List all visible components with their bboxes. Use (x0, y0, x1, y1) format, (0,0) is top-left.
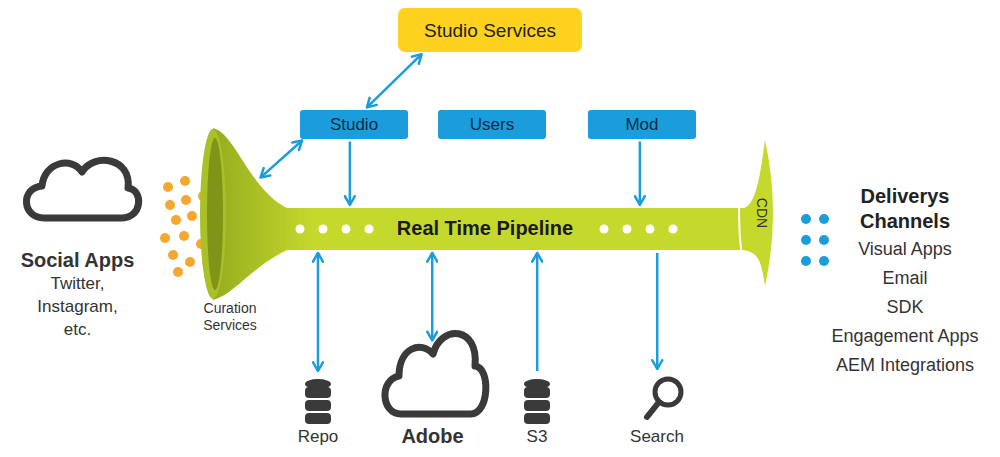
channel-heading-box: Deliverys Channels (843, 184, 967, 234)
cdn-label: CDN (753, 193, 771, 233)
cloud-service: Adobe (375, 314, 490, 448)
flow-arrow (317, 253, 320, 371)
outgoing-dots (801, 214, 829, 266)
database-icon-shape (288, 374, 348, 426)
flow-arrow (431, 253, 434, 341)
channel-item: Email (815, 267, 995, 289)
magnifier (647, 379, 681, 417)
service-box: Studio Services (398, 8, 582, 52)
app-box: Users (438, 110, 546, 139)
channel-item: Engagement Apps (815, 325, 995, 347)
source-list: Twitter, Instagram, etc. (33, 272, 123, 341)
service-name: Studio Services (424, 19, 556, 42)
flow-arrow (367, 54, 422, 107)
source-cloud: Social AppsTwitter, Instagram, etc. (10, 148, 145, 341)
source-cloud-shape (10, 148, 145, 248)
stage-label: Curation Services (188, 300, 272, 334)
search-icon-shape (622, 372, 692, 426)
database-icon: Repo (288, 374, 348, 448)
search-icon: Search (622, 372, 692, 448)
database-stack (305, 379, 331, 424)
cloud-outline (385, 333, 486, 414)
database-icon: S3 (507, 374, 567, 448)
channel-heading: Deliverys Channels (843, 184, 967, 234)
funnel-mouth (200, 129, 226, 299)
flow-arrow (656, 253, 659, 369)
store-name: Repo (288, 426, 348, 448)
channel-item: SDK (815, 296, 995, 318)
stage-label-box: Curation Services (188, 300, 272, 334)
cloud-outline (26, 160, 138, 218)
store-name: S3 (507, 426, 567, 448)
app-name: Studio (330, 114, 378, 135)
app-box: Studio (300, 110, 408, 139)
source-title: Social Apps (10, 248, 145, 272)
database-stack (524, 379, 550, 424)
funnel-inside (207, 138, 223, 290)
cdn-label-box: CDN (753, 193, 771, 233)
service-name: Search (622, 426, 692, 448)
cloud-name: Adobe (375, 424, 490, 448)
flow-arrow (349, 142, 352, 205)
channel-item-box: Email (815, 267, 995, 289)
channel-item-box: Engagement Apps (815, 325, 995, 347)
app-box: Mod (588, 110, 696, 139)
pipeline-tube: Real Time Pipeline (195, 128, 775, 300)
pipeline-title: Real Time Pipeline (195, 215, 775, 241)
channel-item-box: Visual Apps (815, 238, 995, 260)
channel-item: AEM Integrations (815, 354, 995, 376)
cloud-service-shape (375, 314, 490, 424)
flow-arrow (260, 140, 302, 177)
channel-item: Visual Apps (815, 238, 995, 260)
app-name: Mod (625, 114, 658, 135)
flow-arrow (536, 253, 539, 371)
app-name: Users (470, 114, 514, 135)
channel-item-box: SDK (815, 296, 995, 318)
cdn-ring (739, 150, 745, 278)
database-icon-shape (507, 374, 567, 426)
pipeline-shape (195, 128, 775, 300)
tube-body (213, 128, 773, 300)
channel-item-box: AEM Integrations (815, 354, 995, 376)
flow-arrow (639, 142, 642, 205)
